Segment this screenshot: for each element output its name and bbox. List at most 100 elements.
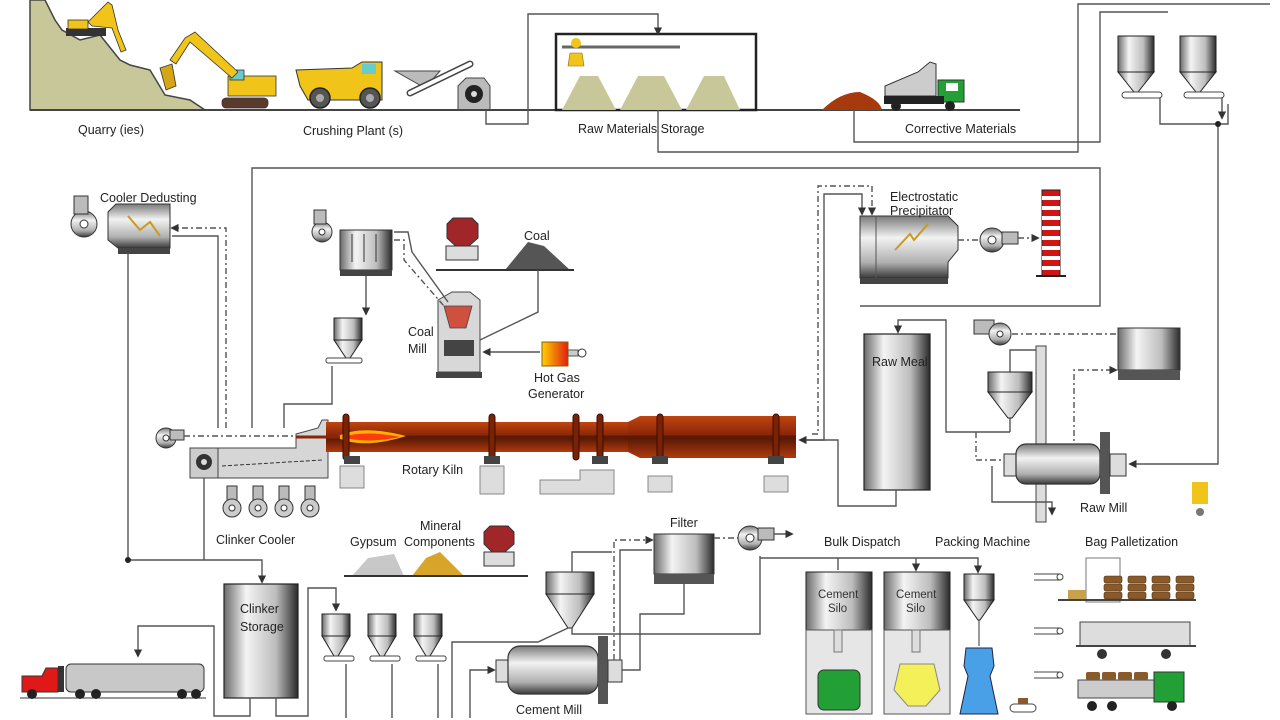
gypsum-pile [352, 554, 404, 576]
kiln-roller [768, 456, 784, 464]
stack-stripe [1042, 256, 1060, 260]
bulk-truck-green [817, 669, 861, 711]
cement-filter-fan-icon [737, 525, 775, 551]
label-packing-machine: Packing Machine [935, 535, 1030, 549]
raw-mill-fan-icon [973, 319, 1012, 346]
dosing-silo-2 [1178, 35, 1225, 99]
label-hot-gas-2: Generator [528, 387, 584, 401]
label-mineral-2: Components [404, 535, 475, 549]
cement-bag [1103, 575, 1123, 584]
label-raw-mill: Raw Mill [1080, 501, 1127, 515]
cement-mill-separator [545, 571, 595, 629]
cement-bag [1151, 591, 1171, 600]
label-corrective-materials: Corrective Materials [905, 122, 1016, 136]
label-bulk-dispatch: Bulk Dispatch [824, 535, 900, 549]
cement-bag [1127, 591, 1147, 600]
cement-bag [1151, 575, 1171, 584]
bag-conveyor-small [1009, 698, 1037, 713]
label-hot-gas-1: Hot Gas [534, 371, 580, 385]
cement-bag [1086, 672, 1100, 680]
sampler-icon [1192, 482, 1208, 516]
label-coal: Coal [524, 229, 550, 243]
cement-bag [1118, 672, 1132, 680]
stack-stripe [1042, 246, 1060, 250]
bulk-tanker-yellow [893, 663, 941, 707]
label-crushing-plant: Crushing Plant (s) [303, 124, 403, 138]
label-cement-silo-2a: Cement [896, 589, 937, 601]
quarry-rock [29, 0, 208, 111]
cement-bag [1103, 583, 1123, 592]
stack-stripe [1042, 196, 1060, 200]
chimney-stack-icon [1036, 189, 1066, 277]
clinker-cooler [189, 419, 329, 479]
additive-hopper-icon [483, 525, 515, 567]
cooler-fans [222, 485, 320, 518]
cooler-dedusting [70, 195, 171, 254]
haul-truck-icon [295, 61, 383, 109]
kiln-tyre [572, 413, 580, 461]
excavator-icon [159, 31, 277, 109]
label-coal-mill-1: Coal [408, 325, 434, 339]
cement-bag [1127, 575, 1147, 584]
electrostatic-precipitator [859, 215, 959, 284]
additive-bin [413, 613, 447, 662]
label-mineral-1: Mineral [420, 519, 461, 533]
label-clinker-storage-2: Storage [240, 620, 284, 634]
label-quarry: Quarry (ies) [78, 123, 144, 137]
label-cement-mill: Cement Mill [516, 703, 582, 717]
kiln-roller [652, 456, 668, 464]
label-cooler-dedusting: Cooler Dedusting [100, 191, 197, 205]
label-cement-silo-1b: Silo [828, 603, 847, 615]
label-filter: Filter [670, 516, 698, 530]
kiln-tyre [656, 413, 664, 461]
cement-bag [1175, 583, 1195, 592]
label-cement-silo-2b: Silo [906, 603, 925, 615]
cement-silo-1 [805, 571, 873, 715]
quarry [29, 0, 277, 111]
cement-bag [1151, 583, 1171, 592]
kiln-pier [763, 475, 789, 493]
cement-bag [1175, 591, 1195, 600]
label-coal-mill-2: Mill [408, 342, 427, 356]
cement-bag [1134, 672, 1148, 680]
bucket-elevator [1035, 345, 1047, 523]
crusher-icon [457, 77, 491, 111]
raw-mill-filter [1117, 327, 1181, 380]
cooler-fan-icon [274, 485, 294, 518]
drill-rig-icon [66, 1, 127, 53]
cement-bag [1175, 575, 1195, 584]
esp-fan-icon [979, 227, 1019, 253]
packing-machine [959, 573, 999, 715]
label-clinker-storage-1: Clinker [240, 602, 279, 616]
kiln-roller [592, 456, 608, 464]
coal-wagon-icon [436, 217, 500, 271]
kiln-roller [484, 456, 500, 464]
cement-bag [1127, 583, 1147, 592]
cement-mill [495, 636, 623, 704]
stack-stripe [1042, 216, 1060, 220]
kiln-tyre [488, 413, 496, 461]
raw-mill-separator [986, 371, 1034, 419]
hot-gas-generator [541, 341, 587, 367]
label-bag-palletization: Bag Palletization [1085, 535, 1178, 549]
kiln-pier [647, 475, 673, 493]
raw-meal-silo [863, 333, 931, 491]
raw-materials-storage [554, 32, 758, 112]
kiln-tyre [596, 413, 604, 461]
clinker-storage [223, 583, 299, 699]
raw-mill [1003, 432, 1127, 494]
label-raw-meal: Raw Meal [872, 355, 928, 369]
clinker-tanker-truck [20, 663, 206, 699]
label-esp-1: Electrostatic [890, 190, 958, 204]
stack-stripe [1042, 236, 1060, 240]
stack-stripe [1042, 226, 1060, 230]
label-esp-2: Precipitator [890, 204, 953, 218]
kiln-roller [344, 456, 360, 464]
dump-truck-icon [884, 61, 965, 111]
coal-pile [505, 242, 570, 270]
additive-bin [367, 613, 401, 662]
additive-bin [321, 613, 355, 662]
coal-filter [311, 209, 393, 276]
cement-filter [653, 533, 715, 584]
